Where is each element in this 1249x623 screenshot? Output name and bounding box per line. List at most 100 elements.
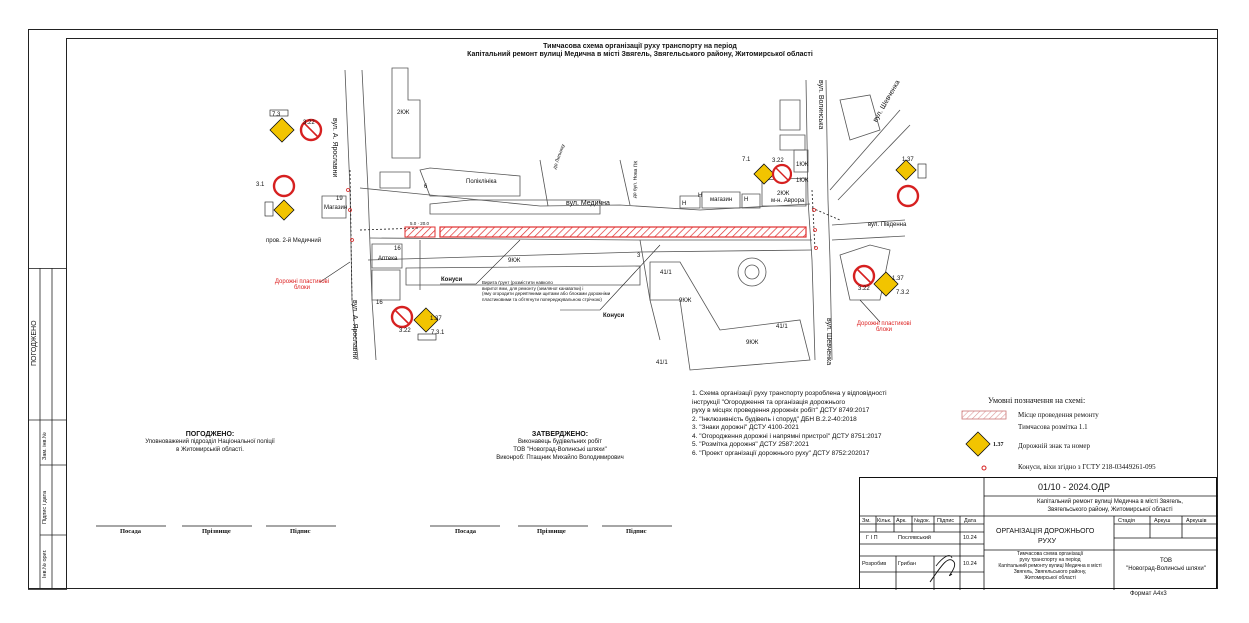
sign-cluster-right-bottom: [852, 264, 899, 297]
label-signature-1: Підпис: [290, 528, 311, 535]
developer-name: Грибан: [898, 561, 916, 567]
label-signature-2: Підпис: [626, 528, 647, 535]
sign-label-7-3a: 7.3: [272, 112, 281, 118]
legend-symbols: [961, 410, 1007, 471]
road-works-sign-icon: [413, 307, 439, 333]
col-zm: Зм.: [862, 518, 871, 524]
building-label: 6: [424, 184, 428, 190]
repair-zone-left: [404, 226, 436, 238]
building-label: 9КЖ: [508, 258, 521, 264]
label-surname-1: Прізвище: [202, 528, 231, 535]
role-developer: Розробив: [862, 561, 887, 567]
legend-title: Умовні позначення на схемі:: [988, 396, 1086, 405]
street-label-prov-medychnyi: пров. 2-й Медичний: [266, 238, 322, 244]
building-label: 41/1: [656, 360, 668, 366]
building-label: 2КЖ: [397, 110, 410, 116]
road-works-sign-icon: [895, 159, 917, 181]
road-works-sign-icon: [269, 117, 295, 143]
building-label: 9КЖ: [679, 298, 692, 304]
sign-label-1-37b: 1.37: [430, 316, 442, 322]
no-entry-sign-icon: [896, 184, 920, 208]
sign-cluster-right-top: [753, 163, 792, 185]
col-ndok: №док.: [914, 518, 931, 524]
building-label: 41/1: [660, 270, 672, 276]
col-data: Дата: [964, 518, 977, 524]
building-label: Н: [698, 193, 703, 199]
street-label-pivdenna: вул. Південна: [868, 222, 907, 228]
building-label: 41/1: [776, 324, 788, 330]
road-works-sign-icon: [873, 271, 899, 297]
building-label: 19: [336, 196, 343, 202]
sign-label-7-1a: 7.1: [742, 157, 751, 163]
drawing-subtitle: Капітальний ремонт вулиці Медична в міст…: [467, 51, 813, 58]
building-label: 2КЖ: [777, 191, 790, 197]
cones-label-left: Конуси: [441, 277, 463, 283]
project-line-1: Капітальний ремонт вулиці Медична в міст…: [1037, 499, 1183, 505]
building-label: 16: [394, 246, 401, 252]
doc-code: 01/10 - 2024.ОДР: [1038, 482, 1110, 492]
col-stadia: Стадія: [1118, 518, 1135, 524]
building-label: 16: [376, 300, 383, 306]
sign-label-3-22a: 3.22: [303, 120, 315, 126]
sign-cluster-left-top: [269, 109, 323, 143]
title-block: 01/10 - 2024.ОДР Капітальний ремонт вули…: [859, 477, 1218, 590]
sign-label-1-37d: 1.37: [892, 276, 904, 282]
legend-item-cones: Конуси, віхи згідно з ГСТУ 218-03449261-…: [1018, 463, 1156, 471]
building-label: Аптека: [378, 256, 398, 262]
sign-label-7-3-1: 7.3.1: [431, 330, 445, 336]
repair-zone-main: [439, 226, 807, 238]
building-label: Н: [744, 197, 749, 203]
label-surname-2: Прізвище: [537, 528, 566, 535]
building-label: 1КЖ: [796, 178, 809, 184]
role-gip: Г І П: [866, 535, 878, 541]
repair-zone-dimensions: 5.0 · 20.0: [410, 221, 430, 226]
road-works-sign-icon: [753, 163, 775, 185]
excavation-note: Вирита ґрунт (розмістити навколо виритої…: [482, 280, 611, 302]
signature-scribble-icon: [929, 559, 956, 583]
road-works-sign-icon: [965, 431, 991, 457]
legend-item-sign-code: 1.37: [993, 442, 1004, 448]
org-line-2: "Новоград-Волинські шляхи": [1126, 566, 1206, 572]
label-position-2: Посада: [455, 528, 477, 535]
col-arkush: Аркуш: [1154, 518, 1171, 524]
building-label: 1КЖ: [796, 162, 809, 168]
agreed-title: ПОГОДЖЕНО:: [185, 431, 235, 438]
cones-label-right: Конуси: [603, 313, 625, 319]
gip-name: Послявський: [898, 535, 931, 541]
sign-label-3-22c: 3.22: [772, 158, 784, 164]
agreed-body: Уповноважений підрозділ Національної пол…: [145, 439, 275, 453]
standards-notes: 1. Схема організації руху транспорту роз…: [692, 390, 887, 457]
repair-zone-symbol: [961, 410, 1007, 420]
arrow-plate-icon: [269, 109, 289, 117]
col-arkushiv: Аркушів: [1186, 518, 1207, 524]
developer-date: 10.24: [963, 561, 977, 567]
sheet-format: Формат А4х3: [1130, 591, 1167, 597]
strip-label-inv-original: Інв.№ ориг.: [42, 549, 48, 579]
project-line-2: Звягельського району, Житомирської облас…: [1047, 507, 1173, 513]
street-label-medychna: вул. Медична: [566, 200, 610, 207]
building-label: магазин: [710, 197, 733, 203]
no-entry-sign-icon: [272, 174, 296, 198]
cone-symbol-icon: [981, 465, 987, 471]
col-kilk: Кільк.: [877, 518, 892, 524]
section-title-2: РУХУ: [1038, 538, 1057, 545]
legend-item-repair: Місце проведення ремонту: [1018, 411, 1099, 419]
building-label: Магазин: [324, 205, 348, 211]
drawing-title: Тимчасова схема організації руху транспо…: [543, 43, 737, 50]
sign-cluster-left-mid: [264, 174, 296, 221]
section-title-1: ОРГАНІЗАЦІЯ ДОРОЖНЬОГО: [996, 528, 1095, 535]
sign-label-1-37c: 1.37: [902, 157, 914, 163]
org-line-1: ТОВ: [1159, 558, 1173, 564]
strip-label-agreed: ПОГОДЖЕНО: [31, 320, 38, 366]
sign-label-3-22d: 3.22: [858, 286, 870, 292]
building-label: 9КЖ: [746, 340, 759, 346]
legend-item-sign: Дорожній знак та номер: [1018, 442, 1091, 450]
approved-title: ЗАТВЕРДЖЕНО:: [531, 431, 589, 438]
arrow-plate-icon: [417, 333, 437, 341]
left-approval-strip: [28, 268, 67, 590]
